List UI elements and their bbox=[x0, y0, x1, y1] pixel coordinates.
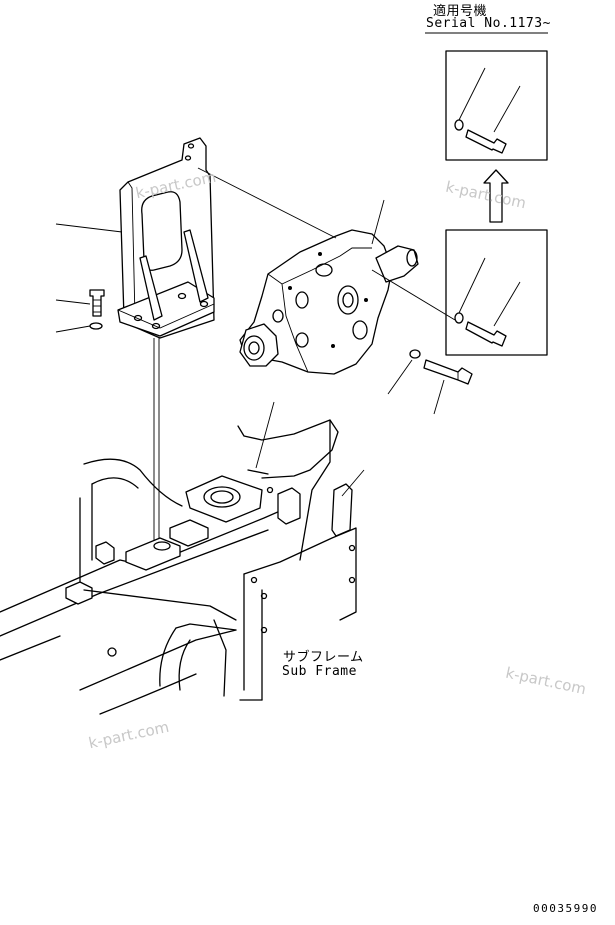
sub-frame-label-en: Sub Frame bbox=[282, 664, 357, 679]
serial-header-jp: 適用号機 bbox=[433, 4, 488, 19]
bracket bbox=[55, 137, 215, 339]
bracket-bolt-and-washer bbox=[55, 289, 105, 333]
serial-header-en: Serial No.1173~ bbox=[426, 16, 551, 31]
assembly-line-upper bbox=[197, 167, 337, 239]
sub-frame-label-jp: サブフレーム bbox=[283, 650, 364, 665]
mounting-bolt-and-washer bbox=[387, 349, 473, 415]
replacement-arrow bbox=[483, 169, 509, 223]
assembly-line-right bbox=[371, 269, 456, 321]
valve-assembly bbox=[239, 199, 419, 375]
drawing-number: 00035990 bbox=[533, 902, 598, 915]
sub-frame bbox=[0, 401, 365, 715]
inset-box-new-parts bbox=[445, 50, 548, 161]
inset-box-old-parts bbox=[445, 229, 548, 356]
